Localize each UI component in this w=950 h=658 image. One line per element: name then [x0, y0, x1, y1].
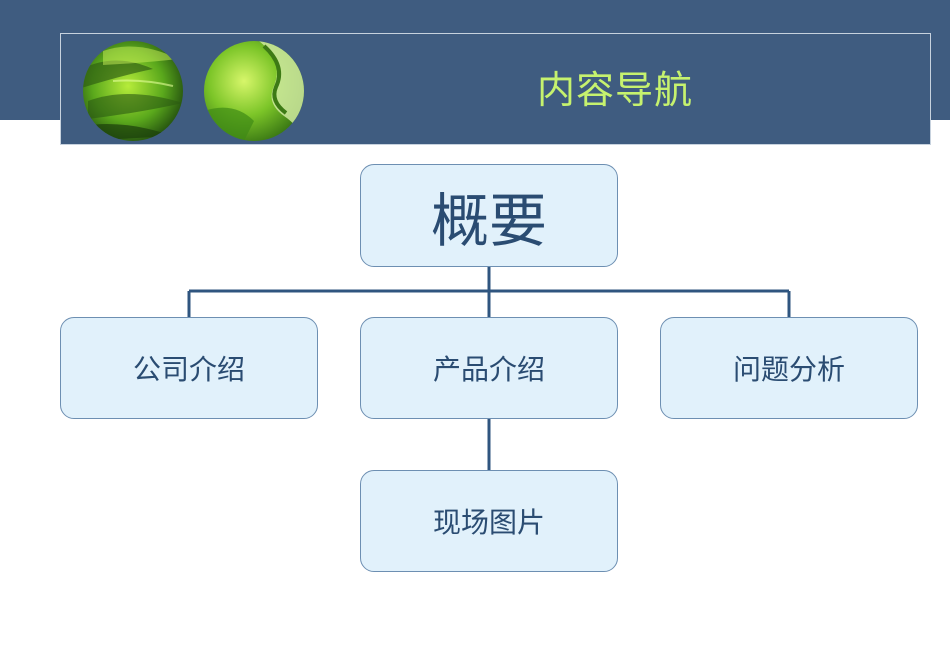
- node-overview-label: 概要: [431, 174, 547, 258]
- node-overview[interactable]: 概要: [360, 164, 618, 267]
- node-problem-analysis-label: 问题分析: [733, 348, 845, 388]
- node-site-photos[interactable]: 现场图片: [360, 470, 618, 572]
- node-problem-analysis[interactable]: 问题分析: [660, 317, 918, 419]
- node-product-intro-label: 产品介绍: [433, 348, 545, 388]
- node-company-intro[interactable]: 公司介绍: [60, 317, 318, 419]
- node-company-intro-label: 公司介绍: [133, 348, 245, 388]
- node-product-intro[interactable]: 产品介绍: [360, 317, 618, 419]
- node-site-photos-label: 现场图片: [433, 501, 545, 541]
